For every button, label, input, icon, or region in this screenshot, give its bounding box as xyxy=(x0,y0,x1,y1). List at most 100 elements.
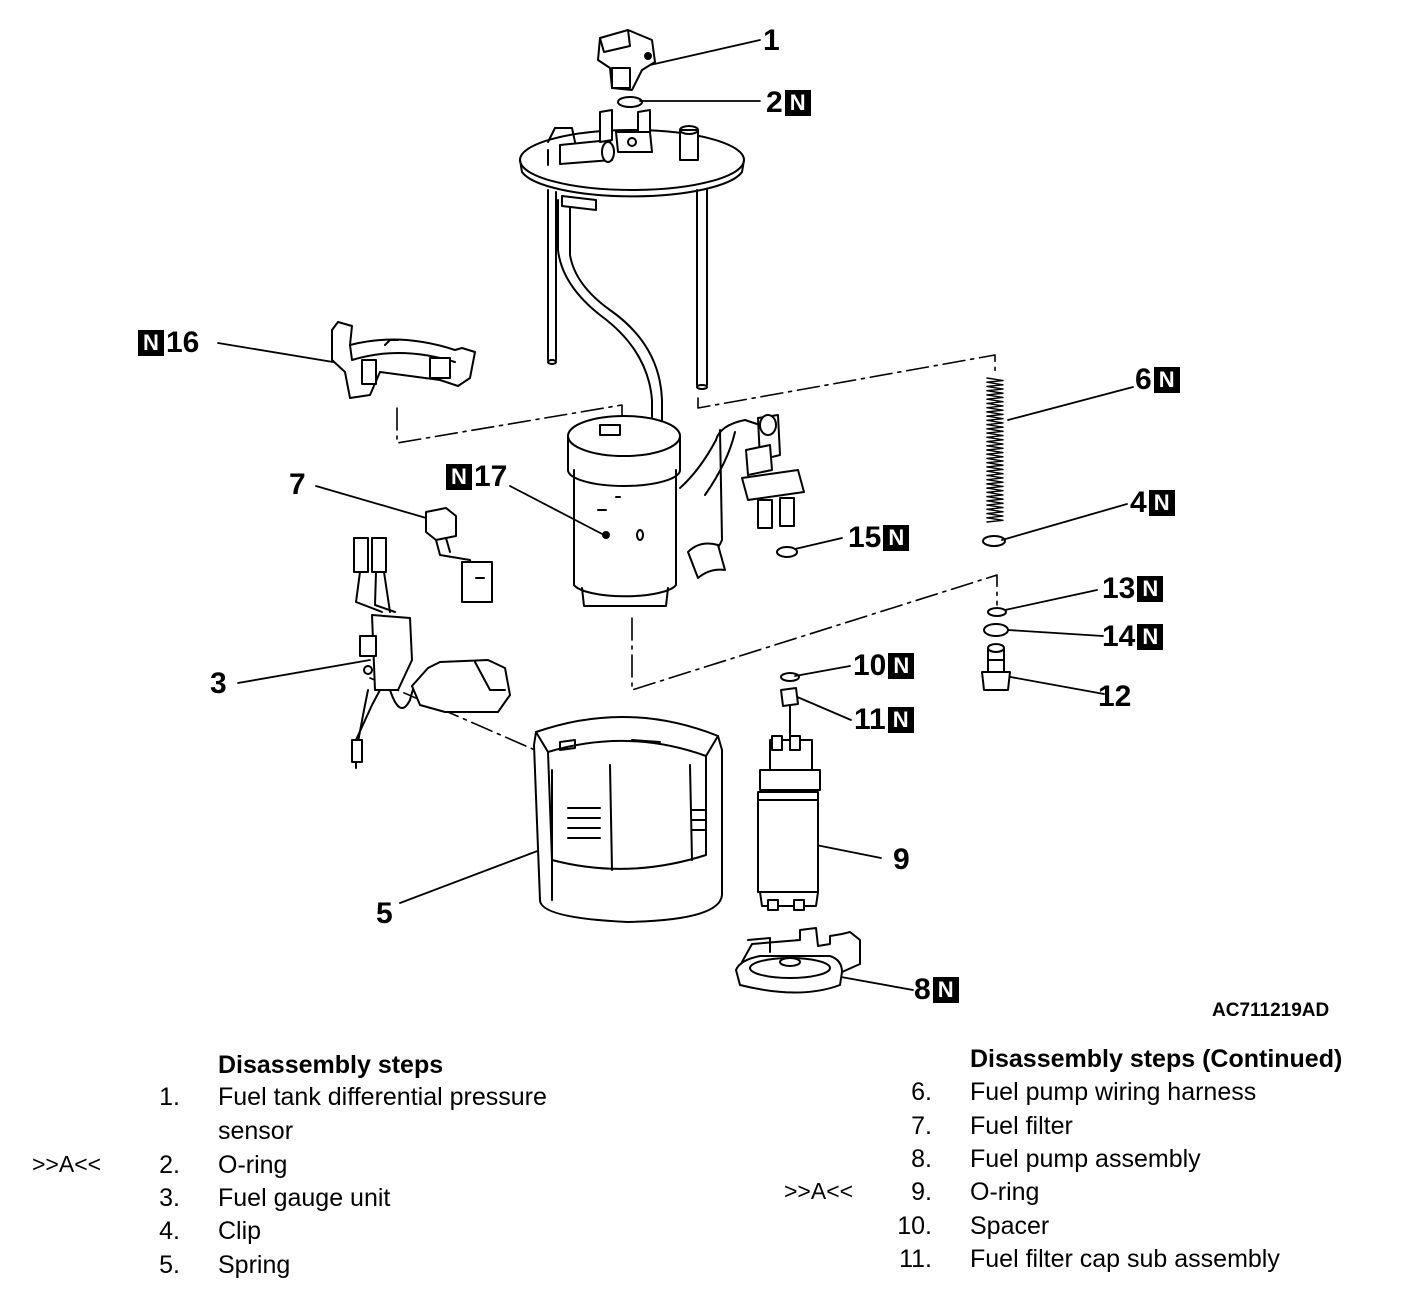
part-5-reservoir-cup xyxy=(533,716,723,923)
spring-coil xyxy=(986,483,1004,489)
spring-coil xyxy=(986,491,1004,498)
spring-coil xyxy=(986,517,1004,523)
spring-coil xyxy=(986,436,1004,443)
callout-4: 4 N xyxy=(1130,488,1175,518)
callout-8: 8 N xyxy=(914,975,959,1005)
new-part-badge: N xyxy=(784,90,811,116)
step-text: Clip xyxy=(218,1217,262,1245)
pipes xyxy=(547,189,708,421)
step-number: 2. xyxy=(159,1151,180,1179)
new-part-badge: N xyxy=(932,977,959,1003)
part-14-ring xyxy=(983,623,1009,637)
spring-coil xyxy=(986,449,1004,455)
step-number: 10. xyxy=(897,1212,932,1240)
new-part-badge: N xyxy=(1137,576,1164,602)
callout-9: 9 xyxy=(893,845,910,875)
callout-7: 7 xyxy=(289,470,306,500)
figure-reference-code: AC711219AD xyxy=(1212,1000,1330,1021)
spring-coil xyxy=(986,385,1004,392)
part-13-ring xyxy=(987,607,1007,617)
callout-3: 3 xyxy=(210,669,227,699)
part-10-spacer xyxy=(780,672,800,682)
step-number: 3. xyxy=(159,1184,180,1212)
procedure-mark: >>A<< xyxy=(784,1178,854,1204)
part-1-pressure-sensor xyxy=(597,29,656,91)
spring-coil xyxy=(986,432,1004,438)
spring-coil xyxy=(986,478,1004,485)
part-9-fuel-pump xyxy=(757,735,821,911)
spring-coil xyxy=(986,508,1004,515)
step-number: 11. xyxy=(899,1245,932,1273)
callout-number: 13 xyxy=(1102,572,1136,605)
step-text: sensor xyxy=(218,1117,294,1145)
step-text: Fuel gauge unit xyxy=(218,1184,391,1212)
new-part-badge: N xyxy=(887,707,914,733)
step-number: 7. xyxy=(911,1112,932,1140)
callout-number: 7 xyxy=(289,468,306,501)
spring-coil xyxy=(986,453,1004,460)
new-part-badge: N xyxy=(1153,367,1180,393)
step-text: O-ring xyxy=(970,1178,1040,1206)
callout-number: 5 xyxy=(376,897,393,930)
spring-coil xyxy=(986,495,1004,502)
step-number: 1. xyxy=(159,1083,180,1111)
new-part-badge: N xyxy=(138,330,164,356)
callout-6: 6 N xyxy=(1135,365,1180,395)
step-number: 6. xyxy=(911,1078,932,1106)
step-text: Fuel filter cap sub assembly xyxy=(970,1245,1280,1273)
spring-coil xyxy=(986,487,1004,494)
callout-number: 17 xyxy=(474,460,508,493)
step-text: Spacer xyxy=(970,1212,1050,1240)
exploded-parts-diagram xyxy=(217,29,1134,994)
new-part-badge: N xyxy=(888,653,915,679)
callout-number: 3 xyxy=(210,667,227,700)
callout-number: 9 xyxy=(893,843,910,876)
spring-coil xyxy=(986,377,1004,383)
callout-5: 5 xyxy=(376,899,393,929)
spring-coil xyxy=(986,470,1004,477)
callout-number: 14 xyxy=(1102,620,1136,653)
callout-10: 10 N xyxy=(853,649,915,682)
part-2-o-ring xyxy=(617,96,643,108)
part-12-fitting xyxy=(981,643,1011,691)
step-number: 8. xyxy=(911,1145,932,1173)
callout-number: 12 xyxy=(1098,680,1132,713)
new-part-badge: N xyxy=(446,464,472,490)
callout-13: 13 N xyxy=(1102,572,1164,605)
spring-coil xyxy=(986,423,1004,430)
part-3-fuel-gauge-unit xyxy=(351,537,511,769)
step-number: 5. xyxy=(159,1251,180,1279)
part-8-pump-bracket xyxy=(735,927,861,994)
callout-number: 4 xyxy=(1130,486,1147,519)
spring-coil xyxy=(986,402,1004,409)
part-7-clip xyxy=(425,507,493,603)
step-number: 4. xyxy=(159,1217,180,1245)
callout-16: N 16 xyxy=(138,328,199,358)
spring-coil xyxy=(986,415,1004,422)
spring-coil xyxy=(986,474,1004,481)
spring-coil xyxy=(986,398,1004,405)
spring-coil xyxy=(986,381,1004,388)
step-text: Fuel filter xyxy=(970,1112,1073,1140)
callout-number: 11 xyxy=(854,703,886,736)
callout-number: 2 xyxy=(766,86,783,119)
callout-number: 8 xyxy=(914,973,931,1006)
callout-15: 15 N xyxy=(848,523,910,553)
part-4-ring xyxy=(982,535,1006,547)
callout-number: 6 xyxy=(1135,363,1152,396)
callout-12: 12 xyxy=(1098,682,1131,712)
new-part-badge: N xyxy=(1137,624,1164,650)
callout-number: 1 xyxy=(763,24,780,57)
step-text: Fuel pump assembly xyxy=(970,1145,1201,1173)
callout-1: 1 xyxy=(763,26,780,56)
callout-number: 10 xyxy=(853,649,887,682)
callout-14: 14 N xyxy=(1102,620,1164,653)
steps-right-title: Disassembly steps (Continued) xyxy=(970,1045,1343,1073)
spring-coil xyxy=(986,466,1004,472)
callout-11: 11 N xyxy=(854,705,914,735)
spring-coil xyxy=(986,394,1004,400)
part-15-connector xyxy=(679,414,805,579)
spring-coil xyxy=(986,457,1004,464)
leader-lines xyxy=(217,39,1134,991)
spring-coil xyxy=(986,445,1004,451)
